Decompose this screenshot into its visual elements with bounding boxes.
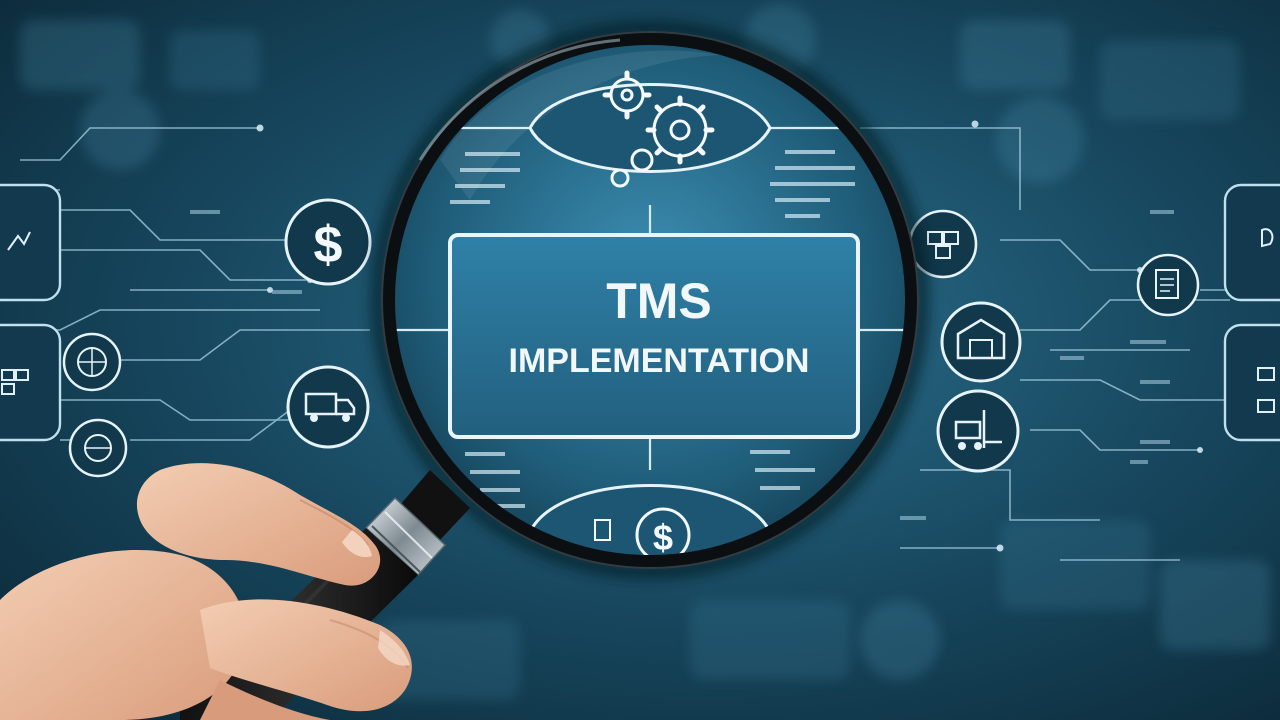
lens-rim — [381, 31, 919, 569]
chart-icon — [7, 231, 31, 251]
side-panels — [0, 183, 1280, 442]
warehouse-icon — [940, 301, 1022, 383]
svg-text:$: $ — [653, 517, 673, 558]
tms-banner: TMS IMPLEMENTATION — [448, 233, 860, 439]
decorative-glyphs — [190, 210, 1174, 520]
globe-fragment-icon — [1261, 228, 1274, 248]
globe-icon — [68, 418, 128, 478]
hand — [0, 463, 412, 720]
svg-text:$: $ — [314, 216, 343, 274]
dollar-icon: $ — [284, 198, 372, 286]
globe-icon — [62, 332, 122, 392]
banner-subtitle: IMPLEMENTATION — [509, 342, 810, 380]
magnifier-collar — [364, 470, 470, 577]
document-icon — [1136, 253, 1200, 317]
truck-icon — [286, 365, 370, 449]
forklift-icon — [936, 389, 1020, 473]
left-icons: $ — [62, 198, 372, 478]
lens-shadow — [370, 20, 930, 580]
box-icon — [1257, 367, 1275, 381]
banner-title: TMS — [606, 273, 712, 329]
side-panel-glyphs — [1, 228, 1275, 413]
lens-interior: $ TMS IMPLEMENTATION — [392, 42, 908, 558]
gears-icon — [528, 70, 772, 188]
box-icon — [1, 369, 15, 381]
